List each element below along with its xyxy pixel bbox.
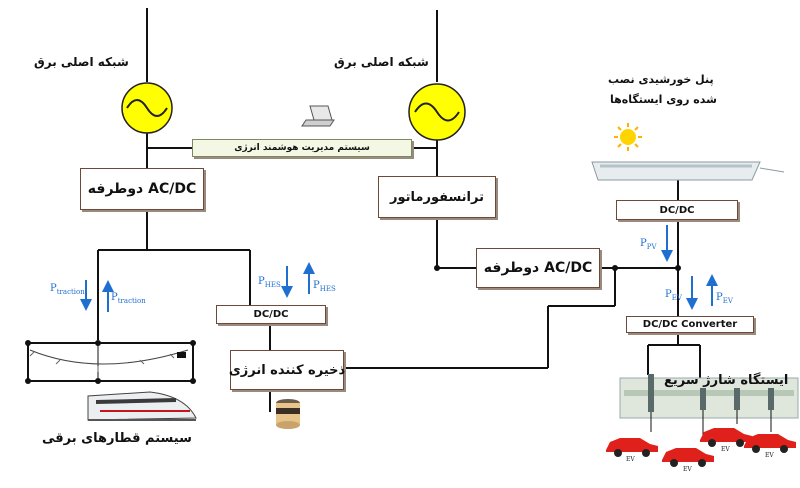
junction-dot: [675, 265, 681, 271]
dcdc-pv-box: DC/DC: [616, 200, 738, 220]
ac-source-left-icon: [121, 82, 173, 134]
acdc-left-box: AC/DC دوطرفه: [80, 168, 204, 210]
charging-station-icon: [619, 374, 799, 440]
ev-tag: EV: [626, 456, 635, 463]
p-ev-up-label: PEV: [716, 292, 733, 305]
ev-cars: [606, 428, 796, 467]
p-hes-down-label: PHES: [258, 276, 281, 289]
junction-dot: [612, 265, 618, 271]
solar-panel-roof-icon: [591, 161, 785, 181]
electric-train-system-label: سیستم قطارهای برقی: [42, 431, 192, 446]
ac-source-mid-icon: [408, 83, 466, 141]
ev-car-icon: [700, 428, 752, 447]
ev-tag: EV: [765, 452, 774, 459]
ev-tag: EV: [683, 466, 692, 473]
p-hes-up-label: PHES: [313, 280, 336, 293]
battery-storage-icon: [276, 399, 300, 429]
transformer-box: ترانسفورماتور: [378, 176, 496, 218]
p-traction-up-label: Ptraction: [111, 292, 146, 305]
railway-catenary-icon: [25, 340, 196, 384]
laptop-icon: [301, 105, 335, 127]
grid-label-left: شبکه اصلی برق: [34, 55, 129, 69]
high-speed-train-icon: [87, 391, 197, 421]
ev-tag: EV: [721, 446, 730, 453]
acdc-right-box: AC/DC دوطرفه: [476, 248, 600, 288]
dcdc-ev-converter-box: DC/DC Converter: [626, 316, 754, 333]
p-ev-down-label: PEV: [665, 289, 682, 302]
p-traction-down-label: Ptraction: [50, 283, 85, 296]
ev-car-icon: [606, 438, 658, 457]
energy-management-system-box: سیستم مدیریت هوشمند انرژی: [192, 139, 412, 157]
ev-car-icon: [744, 434, 796, 453]
junction-dots: [434, 265, 681, 271]
grid-label-mid: شبکه اصلی برق: [334, 55, 429, 69]
energy-storage-box: ذخیره کننده انرژی: [229, 350, 345, 390]
junction-dot: [434, 265, 440, 271]
fast-charging-station-label: ایستگاه شارژ سریع: [664, 373, 789, 388]
sun-icon: [614, 123, 642, 151]
p-pv-label: PPV: [640, 238, 657, 251]
pv-label-line2: شده روی ایستگاه‌ها: [610, 93, 717, 106]
ev-car-icon: [662, 448, 714, 467]
pv-label-line1: پنل خورشیدی نصب: [608, 73, 714, 86]
dcdc-hes-box: DC/DC: [216, 305, 326, 324]
